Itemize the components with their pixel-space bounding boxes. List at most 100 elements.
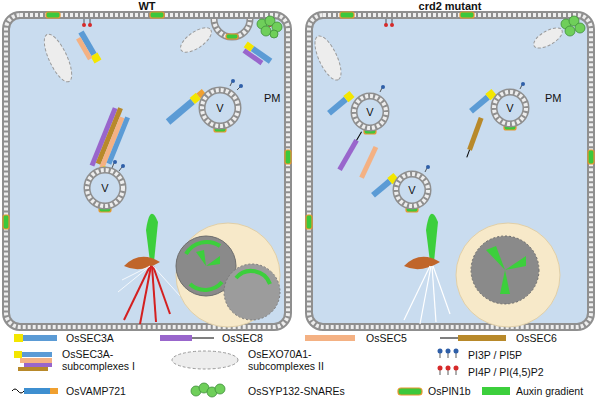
illustration-shape — [305, 335, 355, 341]
illustration-shape — [404, 257, 440, 269]
illustration-shape — [398, 388, 422, 395]
illustration-shape — [113, 160, 117, 164]
illustration-shape — [46, 12, 60, 18]
illustration-shape — [456, 223, 560, 327]
vesicle-circle: V — [198, 86, 242, 130]
illustration-shape — [124, 266, 170, 324]
illustration-shape — [309, 15, 591, 327]
illustration-shape — [340, 12, 354, 18]
illustration-shape — [471, 236, 539, 304]
illustration-shape — [177, 23, 216, 57]
illustration-shape — [119, 167, 122, 171]
illustration-shape — [226, 34, 238, 39]
illustration-shape — [438, 366, 443, 371]
illustration-shape — [230, 82, 232, 86]
illustration-shape — [18, 367, 48, 371]
illustration-shape — [460, 12, 474, 18]
illustration-shape — [380, 82, 525, 172]
illustration-shape — [326, 91, 354, 116]
illustration-shape — [381, 85, 385, 89]
illustration-shape — [176, 223, 280, 327]
illustration-shape — [146, 214, 158, 262]
membrane-label: PM — [545, 92, 562, 104]
illustration-shape — [14, 334, 23, 342]
legend-label: Auxin gradient — [516, 385, 583, 397]
vesicle-label: V — [198, 102, 242, 114]
legend-label: OsEXO70A1-subcomplexes II — [248, 348, 340, 372]
illustration-shape — [88, 105, 133, 176]
cell-region: crd2 mutantPMVVV — [305, 11, 595, 331]
membrane-label: PM — [264, 92, 281, 104]
cell-region: WTPMVV — [2, 11, 292, 331]
illustration-shape — [224, 264, 280, 320]
illustration-shape — [380, 88, 382, 92]
illustration-shape — [121, 164, 125, 168]
illustration-shape — [82, 19, 272, 27]
illustration-shape — [337, 139, 358, 171]
illustration-shape — [438, 349, 443, 354]
illustration-shape — [384, 23, 388, 27]
illustration-shape — [76, 37, 92, 60]
illustration-shape — [390, 23, 394, 27]
illustration-shape — [166, 99, 195, 125]
illustration-shape — [118, 266, 180, 296]
illustration-shape — [285, 150, 291, 164]
vesicle-label: V — [392, 184, 432, 196]
illustration-shape — [521, 82, 525, 86]
illustration-shape — [12, 389, 24, 393]
illustration-shape — [140, 266, 151, 324]
legend-label: OsSEC6 — [516, 332, 557, 344]
illustration-shape — [215, 384, 225, 394]
illustration-shape — [565, 26, 575, 36]
illustration-shape — [310, 32, 347, 83]
illustration-shape — [261, 26, 271, 36]
illustration-shape — [404, 266, 450, 324]
illustration-shape — [309, 15, 591, 327]
illustration-shape — [150, 12, 164, 18]
illustration-shape — [327, 97, 348, 116]
illustration-shape — [82, 23, 86, 27]
illustration-shape — [242, 48, 263, 65]
vesicle-circle: V — [83, 166, 127, 210]
illustration-shape — [14, 351, 22, 358]
vesicle-circle: V — [392, 170, 432, 210]
legend-label: OsSEC5 — [366, 332, 407, 344]
legend-label: PI4P / PI(4,5)P2 — [468, 366, 544, 378]
illustration-shape — [359, 146, 378, 179]
legend-label: OsVAMP721 — [66, 385, 126, 397]
illustration-shape — [50, 388, 58, 394]
illustration-shape — [196, 250, 220, 266]
illustration-shape — [6, 15, 288, 327]
panel-heading: WT — [2, 0, 292, 12]
illustration-shape — [91, 53, 102, 64]
illustration-shape — [257, 16, 282, 38]
legend-swatch — [482, 387, 510, 395]
illustration-shape — [454, 349, 459, 354]
illustration-shape — [420, 266, 431, 324]
illustration-shape — [20, 358, 52, 363]
illustration-shape — [39, 31, 77, 86]
vesicle-label: V — [350, 106, 390, 118]
illustration-shape — [23, 335, 57, 341]
illustration-shape — [520, 85, 522, 89]
illustration-shape — [122, 266, 150, 280]
illustration-shape — [486, 246, 526, 294]
illustration-shape — [438, 366, 459, 376]
illustration-shape — [531, 24, 566, 52]
legend-label: OsSEC3A-subcomplexes I — [62, 348, 142, 372]
illustration-shape — [426, 214, 438, 262]
illustration-shape — [343, 91, 354, 102]
illustration-shape — [454, 366, 459, 371]
legend-label: OsSEC3A — [66, 332, 114, 344]
illustration-shape — [306, 215, 312, 229]
illustration-shape — [469, 95, 490, 114]
illustration-shape — [24, 388, 50, 394]
panel-heading: crd2 mutant — [305, 0, 595, 12]
illustration-shape — [191, 383, 225, 397]
legend-label: PI3P / PI5P — [468, 349, 522, 361]
illustration-shape — [440, 338, 458, 339]
illustration-shape — [230, 79, 243, 90]
vesicle-label: V — [83, 182, 127, 194]
legend-label: OsSYP132-SNAREs — [248, 385, 345, 397]
